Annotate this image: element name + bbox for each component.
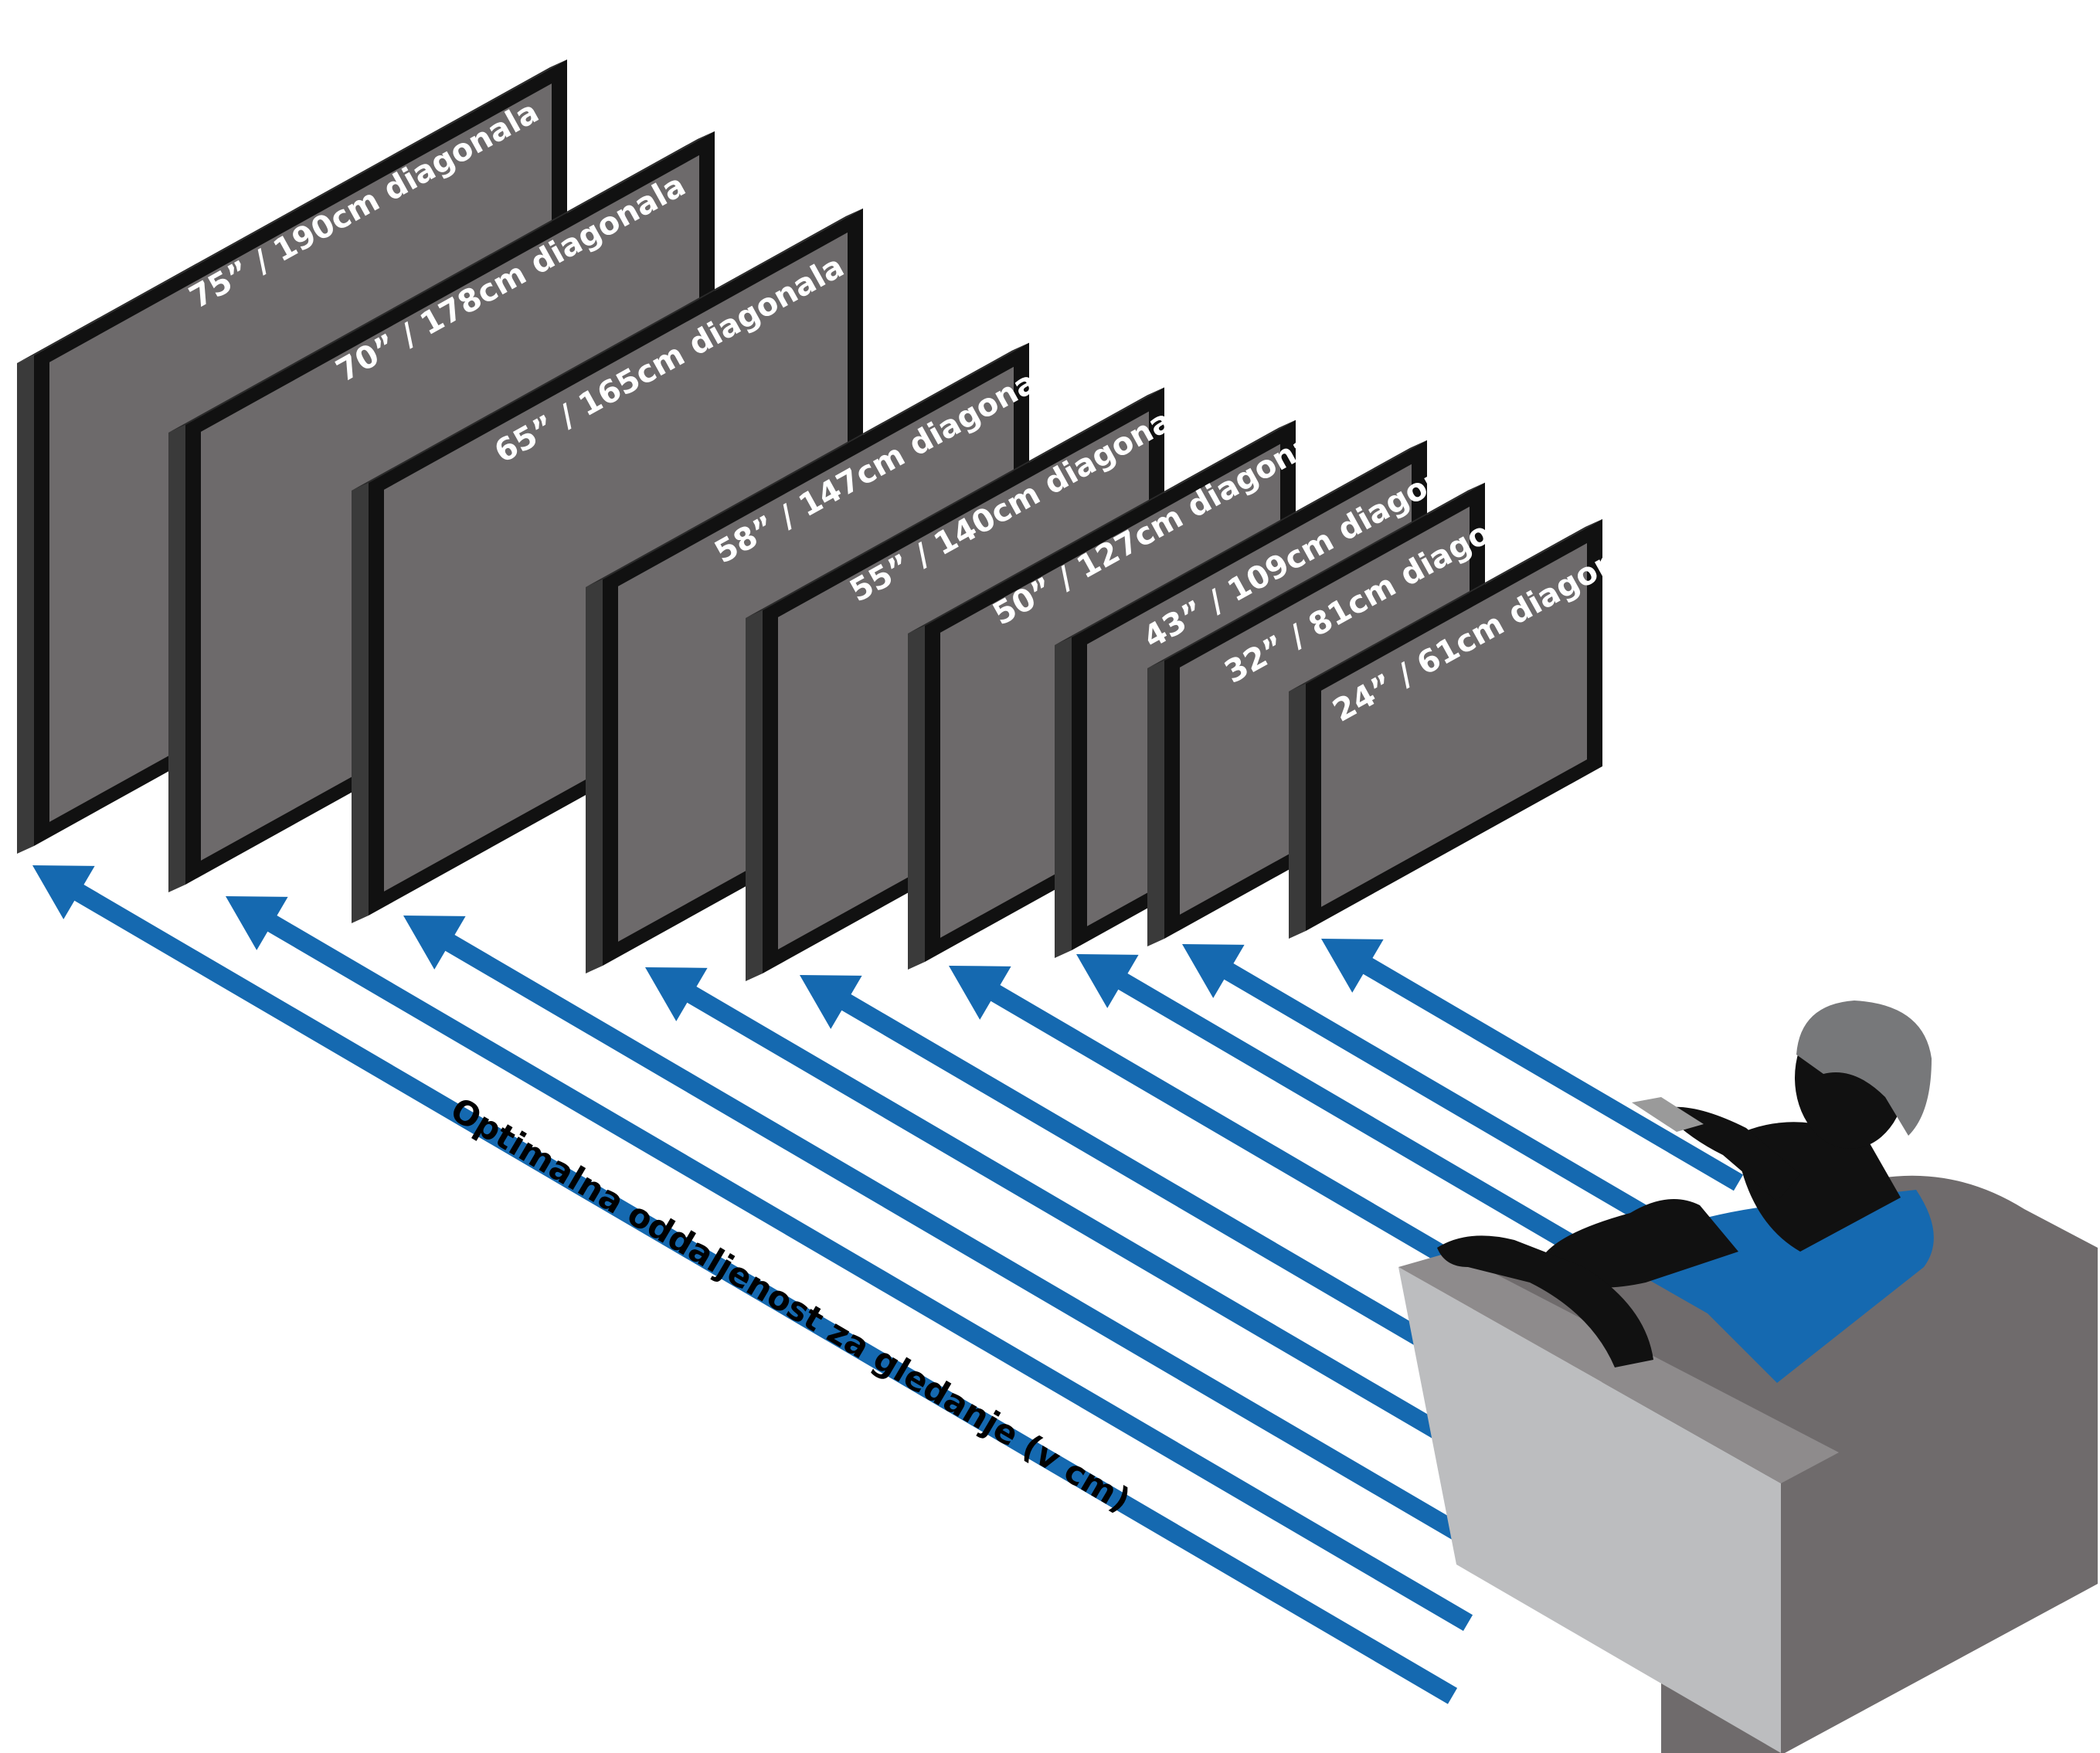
tv-side	[1055, 637, 1072, 958]
tv-top-edge	[352, 208, 863, 491]
armchair-arm	[1398, 1252, 1839, 1483]
tv-side	[1147, 661, 1164, 946]
tv-side	[586, 579, 603, 973]
distance-arrow	[226, 896, 1473, 1632]
distance-arrow	[403, 916, 1489, 1556]
tv-side	[908, 626, 925, 970]
distance-arrow	[1182, 944, 1697, 1251]
viewer-group	[1398, 1001, 2098, 1753]
remote-control-icon	[1632, 1097, 1704, 1132]
arrows-group: 305 cm285 cm265 cm235 cm225 cm205 cm175 …	[32, 865, 1744, 1704]
tv-top-edge	[908, 420, 1296, 634]
tv-screen	[384, 232, 848, 892]
distance-arrow	[949, 966, 1597, 1350]
distance-label: 125 cm	[1534, 965, 1660, 1059]
distance-arrow	[645, 967, 1520, 1484]
tv-side	[1289, 684, 1306, 939]
tv-top-edge	[1289, 518, 1602, 691]
arrow-icon: 170 cm	[1182, 944, 1697, 1251]
tv-top-edge	[586, 342, 1029, 587]
tv-side	[746, 610, 763, 981]
tv-side	[352, 483, 369, 923]
caption: Optimalna oddaljenost za gledanje (v cm)	[443, 1090, 1137, 1520]
distance-arrow	[32, 865, 1458, 1704]
armchair-front	[1398, 1267, 1781, 1753]
distance-arrow	[800, 975, 1551, 1419]
person-hair	[1796, 1001, 1932, 1136]
tv-top-edge	[1055, 440, 1427, 645]
tv-side	[168, 425, 185, 892]
distance-arrow	[1321, 939, 1744, 1191]
tv-screen	[1321, 542, 1587, 907]
tv-top-edge	[17, 59, 567, 364]
arrow-icon: 265 cm	[403, 916, 1489, 1556]
person-icon	[1437, 1001, 1934, 1383]
person-raised-arm	[1661, 1106, 1800, 1201]
tv-side	[17, 355, 34, 854]
tv-top-edge	[1147, 482, 1485, 668]
person-arm	[1437, 1235, 1653, 1367]
tv-top-edge	[746, 387, 1164, 618]
person-leg	[1538, 1199, 1738, 1288]
tv-top-edge	[168, 131, 715, 433]
distance-arrow	[1076, 954, 1651, 1296]
